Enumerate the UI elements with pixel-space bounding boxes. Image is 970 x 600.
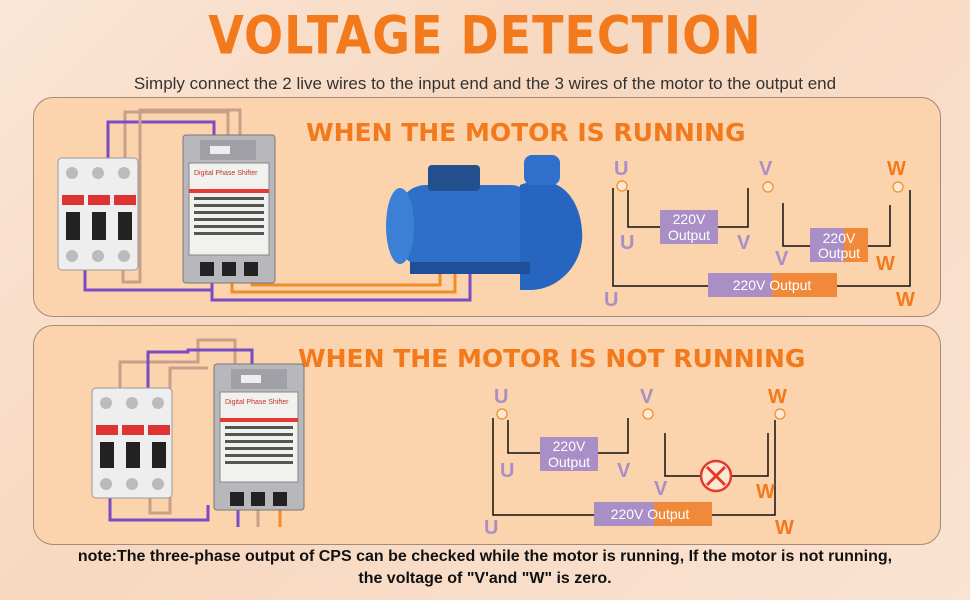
voltage-uw-not-running: 220V Output — [611, 506, 690, 522]
schematic-not-running — [492, 418, 776, 516]
heading-motor-not-running: WHEN THE MOTOR IS NOT RUNNING — [298, 344, 806, 373]
voltage-uv-line2-not-running: Output — [548, 454, 590, 470]
voltage-uv-line1-running: 220V — [673, 211, 706, 227]
phase-v-top-running: V — [759, 158, 773, 180]
water-pump-motor — [386, 155, 583, 290]
page-subtitle: Simply connect the 2 live wires to the i… — [133, 74, 837, 93]
phase-u-top-not-running: U — [494, 386, 508, 408]
heading-motor-running: WHEN THE MOTOR IS RUNNING — [306, 118, 746, 147]
phase-w-bottom-running: W — [896, 289, 915, 311]
phase-u-top-running: U — [614, 158, 628, 180]
phase-shifter-device-not-running — [213, 363, 305, 511]
voltage-uv-line2-running: Output — [668, 227, 710, 243]
phase-v-low-running: V — [775, 248, 789, 270]
circuit-breaker-running — [57, 157, 139, 271]
phase-v-mid-running: V — [737, 232, 751, 254]
phase-w-mid-not-running: W — [756, 481, 775, 503]
phase-u-bottom-not-running: U — [484, 517, 498, 539]
phase-w-top-not-running: W — [768, 386, 787, 408]
footnote-line-2: the voltage of "V'and "W" is zero. — [358, 570, 612, 587]
no-voltage-icon — [699, 459, 733, 493]
terminals-running — [616, 180, 904, 193]
phase-v-top-not-running: V — [640, 386, 654, 408]
voltage-box-uv-not-running — [540, 437, 598, 471]
phase-w-bottom-not-running: W — [775, 517, 794, 539]
wiring-not-running — [108, 338, 282, 527]
phase-v-low-not-running: V — [654, 478, 668, 500]
device-name-running: Digital Phase Shifter — [194, 170, 258, 177]
footnote-line-1: note:The three-phase output of CPS can b… — [77, 548, 893, 565]
device-name-not-running: Digital Phase Shifter — [225, 399, 289, 406]
footnote: note:The three-phase output of CPS can b… — [0, 546, 970, 590]
circuit-breaker-not-running — [91, 387, 173, 499]
page-title: VOLTAGE DETECTION — [208, 3, 762, 67]
voltage-uw-running: 220V Output — [733, 277, 812, 293]
voltage-vw-line1-running: 220V — [823, 230, 856, 246]
phase-u-mid-running: U — [620, 232, 634, 254]
phase-u-bottom-running: U — [604, 289, 618, 311]
voltage-uv-line1-not-running: 220V — [553, 438, 586, 454]
phase-w-top-running: W — [887, 158, 906, 180]
voltage-vw-line2-running: Output — [818, 245, 860, 261]
phase-u-mid-not-running: U — [500, 460, 514, 482]
voltage-box-uv-running — [660, 210, 718, 244]
schematic-running — [612, 188, 911, 287]
phase-w-mid-running: W — [876, 253, 895, 275]
phase-v-mid-not-running: V — [617, 460, 631, 482]
phase-shifter-device-running — [182, 134, 276, 284]
terminals-not-running — [496, 408, 786, 420]
